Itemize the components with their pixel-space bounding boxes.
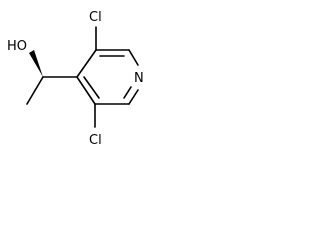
- chlorine-bottom-label: Cl: [89, 133, 102, 148]
- chemical-structure: HO Cl Cl N: [7, 10, 144, 148]
- ring-bond-c3-c4: [76, 49, 97, 78]
- ring-double-bond-c6-n: [123, 86, 132, 99]
- nitrogen-label: N: [134, 71, 144, 86]
- ring-bond-c4-c5: [76, 76, 96, 105]
- bond-chiral-carbon-methyl: [26, 76, 44, 105]
- ring-bond-c6-n: [128, 89, 139, 105]
- hydroxyl-label: HO: [7, 39, 27, 54]
- ring-double-bond-c4-c5: [83, 76, 100, 99]
- chlorine-top-label: Cl: [89, 10, 102, 25]
- wedge-bond-chiral-carbon-oh: [29, 50, 43, 77]
- ring-bond-n-c2: [128, 49, 139, 66]
